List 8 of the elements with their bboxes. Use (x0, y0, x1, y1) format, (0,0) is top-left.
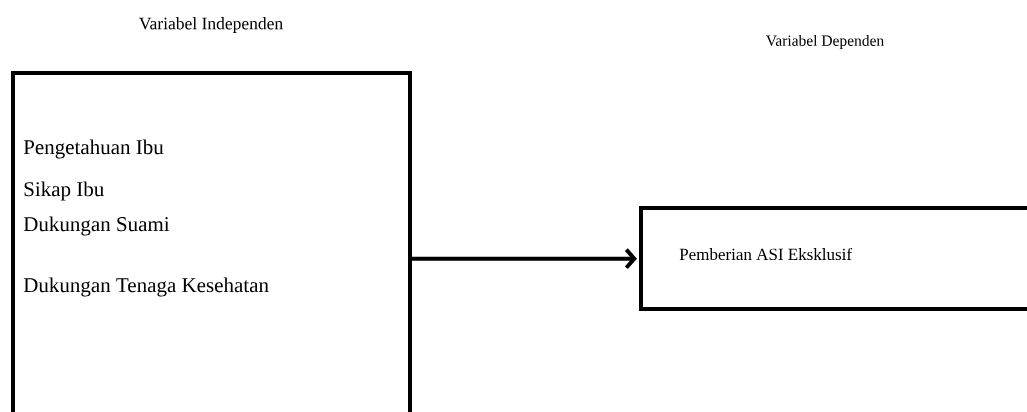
heading: Variabel Dependen (766, 34, 884, 49)
variable-label: Dukungan Suami (23, 216, 170, 236)
variable-label: Pemberian ASI Eksklusif (679, 247, 853, 261)
variable-label: Dukungan Tenaga Kesehatan (23, 277, 269, 297)
heading: Variabel Independen (139, 17, 283, 33)
variable-label: Sikap Ibu (24, 181, 104, 201)
arrow (410, 248, 637, 270)
variable-label: Pengetahuan Ibu (23, 139, 164, 159)
